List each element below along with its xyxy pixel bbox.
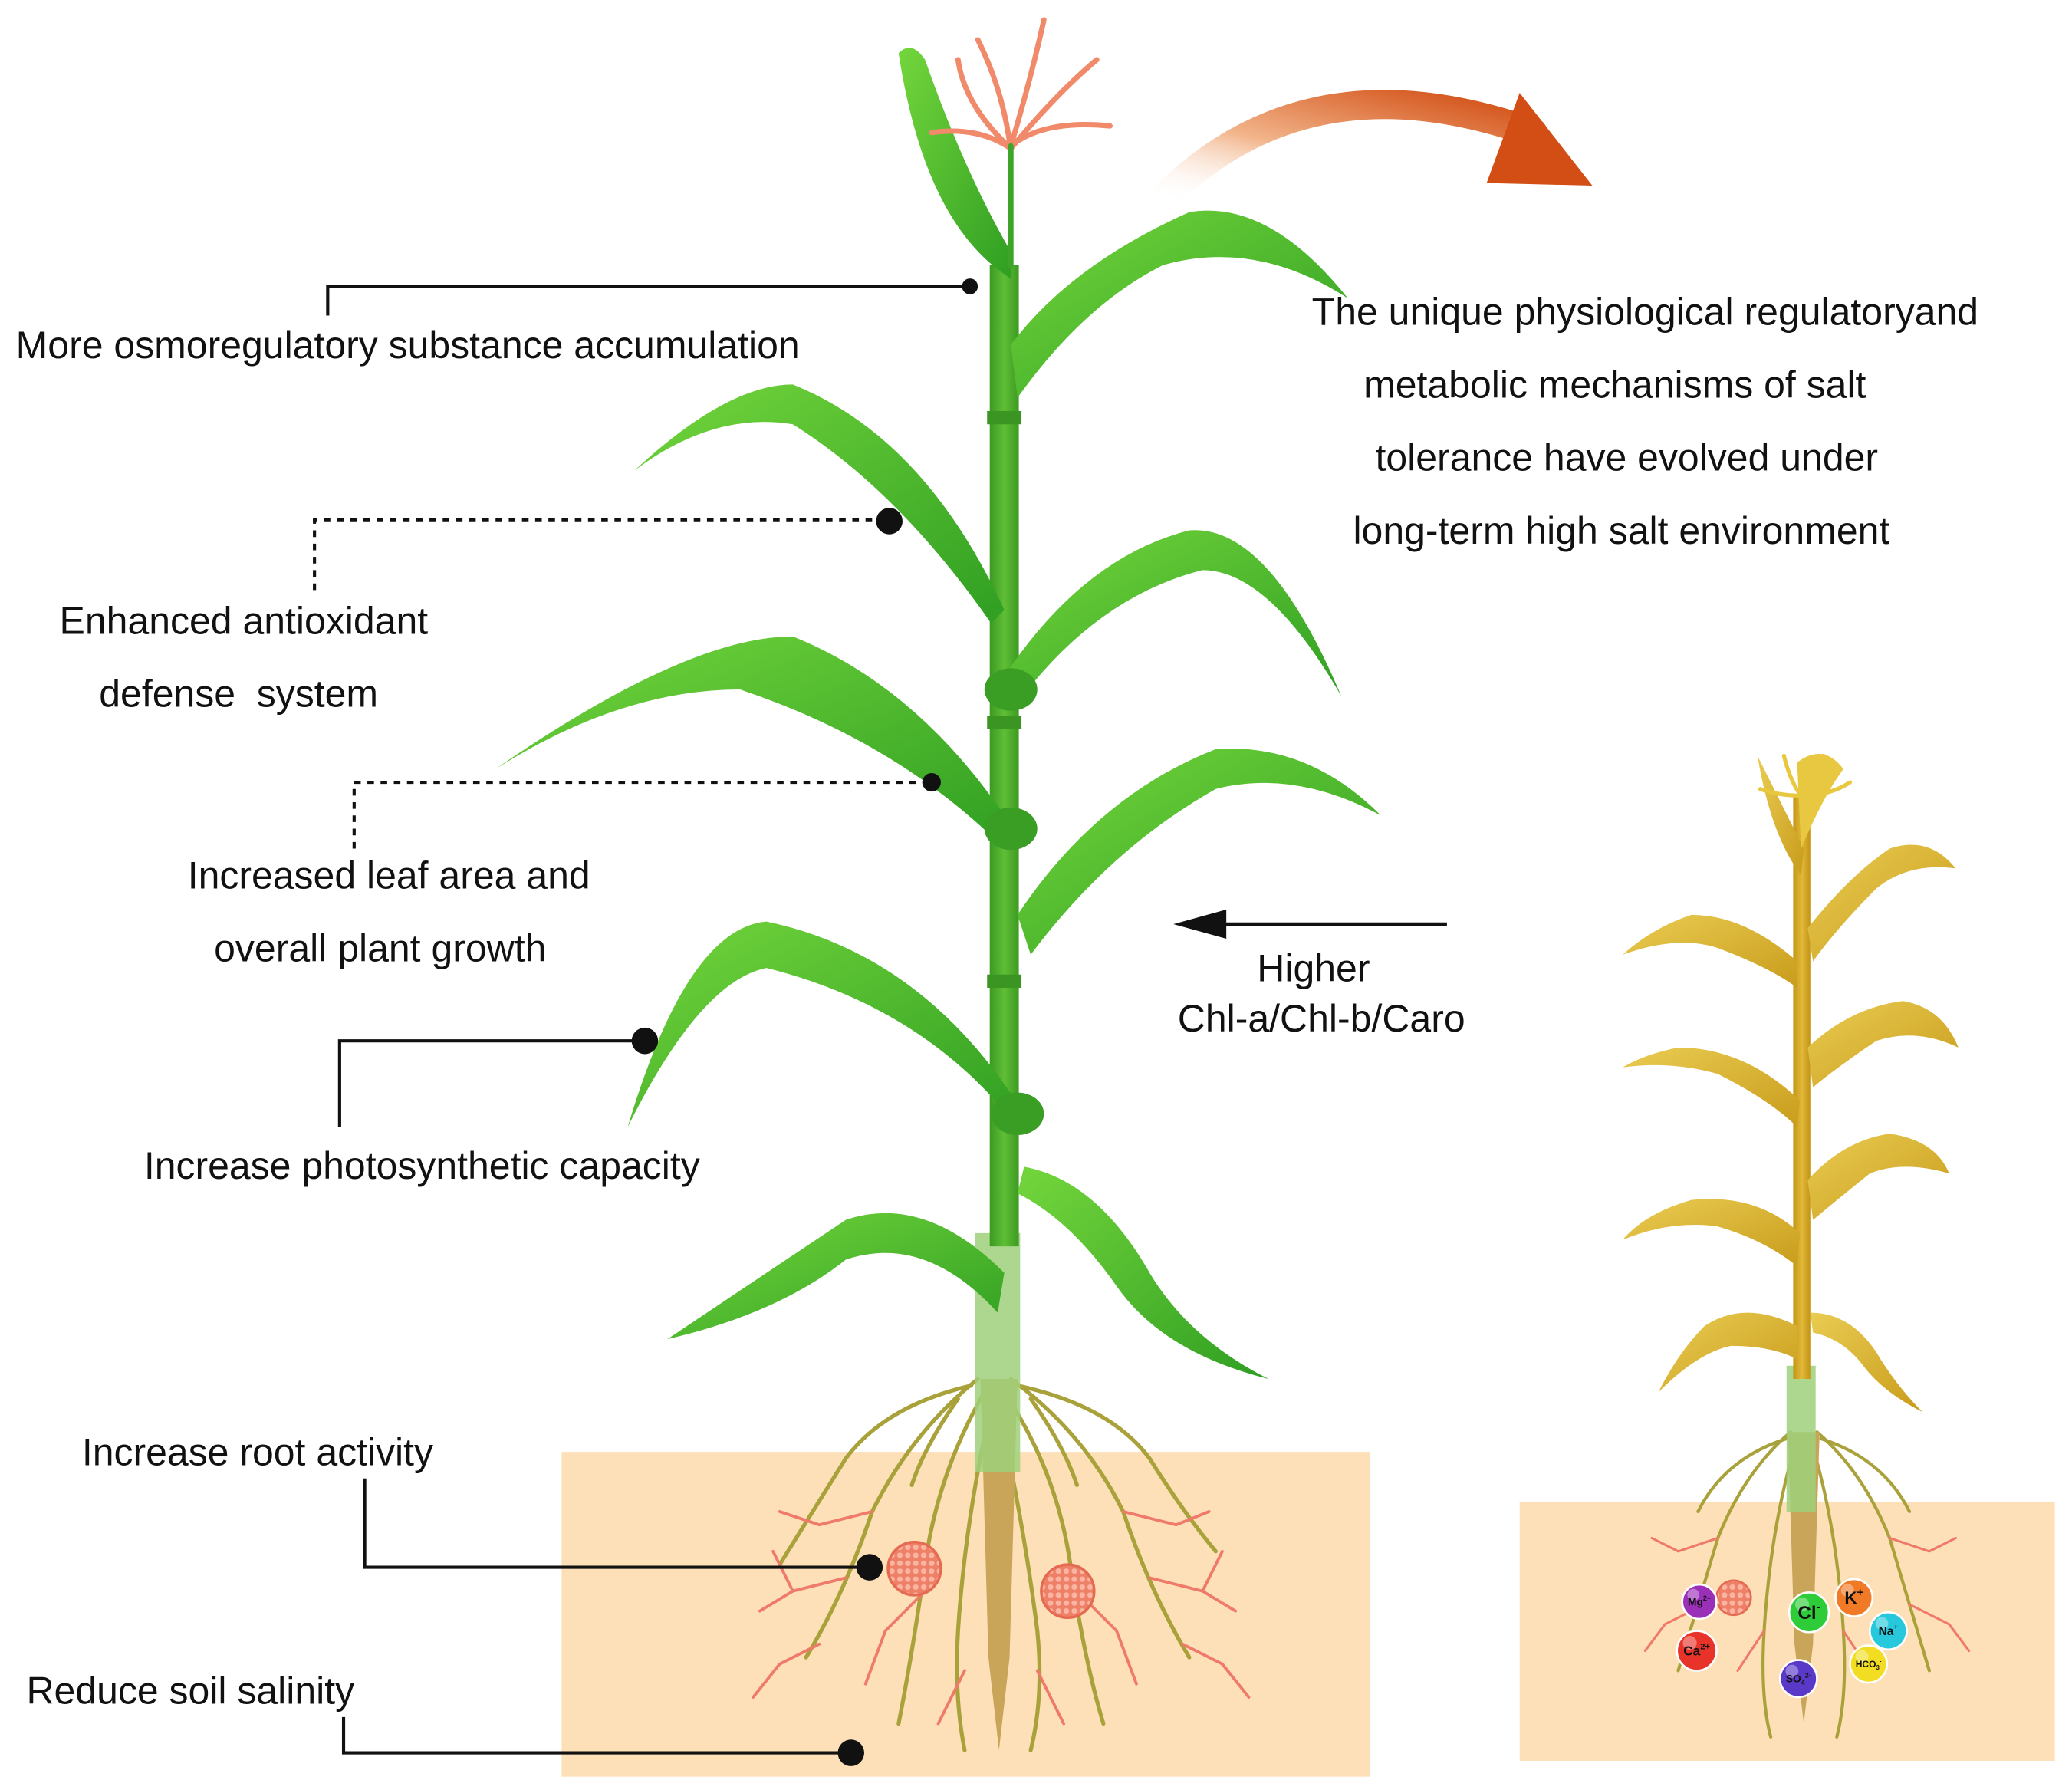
connectors [313, 278, 978, 1766]
label-soil-salinity: Reduce soil salinity [26, 1670, 354, 1713]
mechanism-line-1: The unique physiological regulatoryand [1312, 291, 1978, 334]
ion-k: K+ [1834, 1578, 1874, 1617]
ion-label: Mg2+ [1688, 1594, 1711, 1607]
soil-saline [1519, 1502, 2055, 1761]
withered-maize-plant [1623, 753, 1971, 1739]
pigment-arrow [1173, 910, 1447, 939]
ion-sphere [1869, 1611, 1908, 1651]
soil-ions: Mg2+ Ca2+ Cl- K+ Na+ SO42- HCO3- [1676, 1578, 1908, 1699]
label-leaf-area-line2: overall plant growth [214, 926, 546, 969]
ion-highlight [1875, 1617, 1889, 1630]
label-photosynthetic: Increase photosynthetic capacity [144, 1144, 700, 1187]
connector-root-activity [363, 1478, 883, 1581]
mechanism-line-2: metabolic mechanisms of salt [1363, 364, 1866, 406]
leaves-healthy [495, 48, 1381, 1380]
connector-photosynthetic [337, 1027, 659, 1127]
roots-withered [1643, 1430, 1971, 1739]
label-antioxidant-line1: Enhanced antioxidant [60, 599, 429, 642]
ion-label: SO42- [1786, 1671, 1811, 1686]
ion-hco3: HCO3- [1849, 1644, 1889, 1684]
ion-ca: Ca2+ [1676, 1630, 1718, 1672]
leaves-withered [1623, 753, 1959, 1413]
mechanism-text: The unique physiological regulatoryand m… [1312, 291, 1978, 552]
left-labels: More osmoregulatory substance accumulati… [16, 324, 800, 1713]
mechanism-line-4: long-term high salt environment [1353, 509, 1889, 552]
ion-highlight [1794, 1597, 1810, 1612]
root-nodules [886, 1540, 1096, 1619]
pigment-line-1: Higher [1257, 946, 1370, 989]
connector-leaf-area [352, 772, 941, 849]
ion-highlight [1785, 1664, 1799, 1678]
connector-soil-salinity [341, 1716, 864, 1766]
ion-sphere [1676, 1630, 1718, 1672]
pigment-line-2: Chl-a/Chl-b/Caro [1178, 997, 1465, 1040]
label-osmoregulatory: More osmoregulatory substance accumulati… [16, 324, 800, 367]
ion-mg: Mg2+ [1681, 1583, 1718, 1621]
ion-so4: SO42- [1778, 1659, 1818, 1699]
connector-osmoregulatory [326, 278, 978, 316]
label-root-activity: Increase root activity [82, 1430, 433, 1473]
tassel-withered [1758, 753, 1853, 798]
ion-highlight [1682, 1636, 1697, 1650]
ion-highlight [1840, 1584, 1854, 1598]
ion-sphere [1788, 1591, 1830, 1634]
ion-label: K+ [1844, 1587, 1863, 1607]
ion-sphere [1778, 1659, 1818, 1699]
ion-na: Na+ [1869, 1611, 1908, 1651]
pigment-text: Higher Chl-a/Chl-b/Caro [1178, 946, 1465, 1040]
ion-highlight [1855, 1650, 1869, 1663]
curved-arrow [1148, 90, 1593, 214]
ion-sphere [1681, 1583, 1718, 1621]
healthy-maize-plant [495, 17, 1381, 1752]
tassel [929, 17, 1113, 268]
label-leaf-area-line1: Increased leaf area and [188, 854, 590, 897]
ion-cl: Cl- [1788, 1591, 1830, 1634]
mechanism-line-3: tolerance have evolved under [1376, 436, 1879, 479]
ion-label: Na+ [1879, 1624, 1899, 1638]
ion-label: Ca2+ [1683, 1643, 1710, 1659]
connector-antioxidant [313, 508, 903, 591]
ion-sphere [1834, 1578, 1874, 1617]
label-antioxidant-line2: defense system [99, 672, 378, 715]
ion-label: HCO3- [1856, 1658, 1882, 1671]
ion-sphere [1849, 1644, 1889, 1684]
ion-label: Cl- [1797, 1601, 1820, 1624]
soil-healthy [561, 1452, 1370, 1777]
ion-highlight [1687, 1588, 1700, 1601]
